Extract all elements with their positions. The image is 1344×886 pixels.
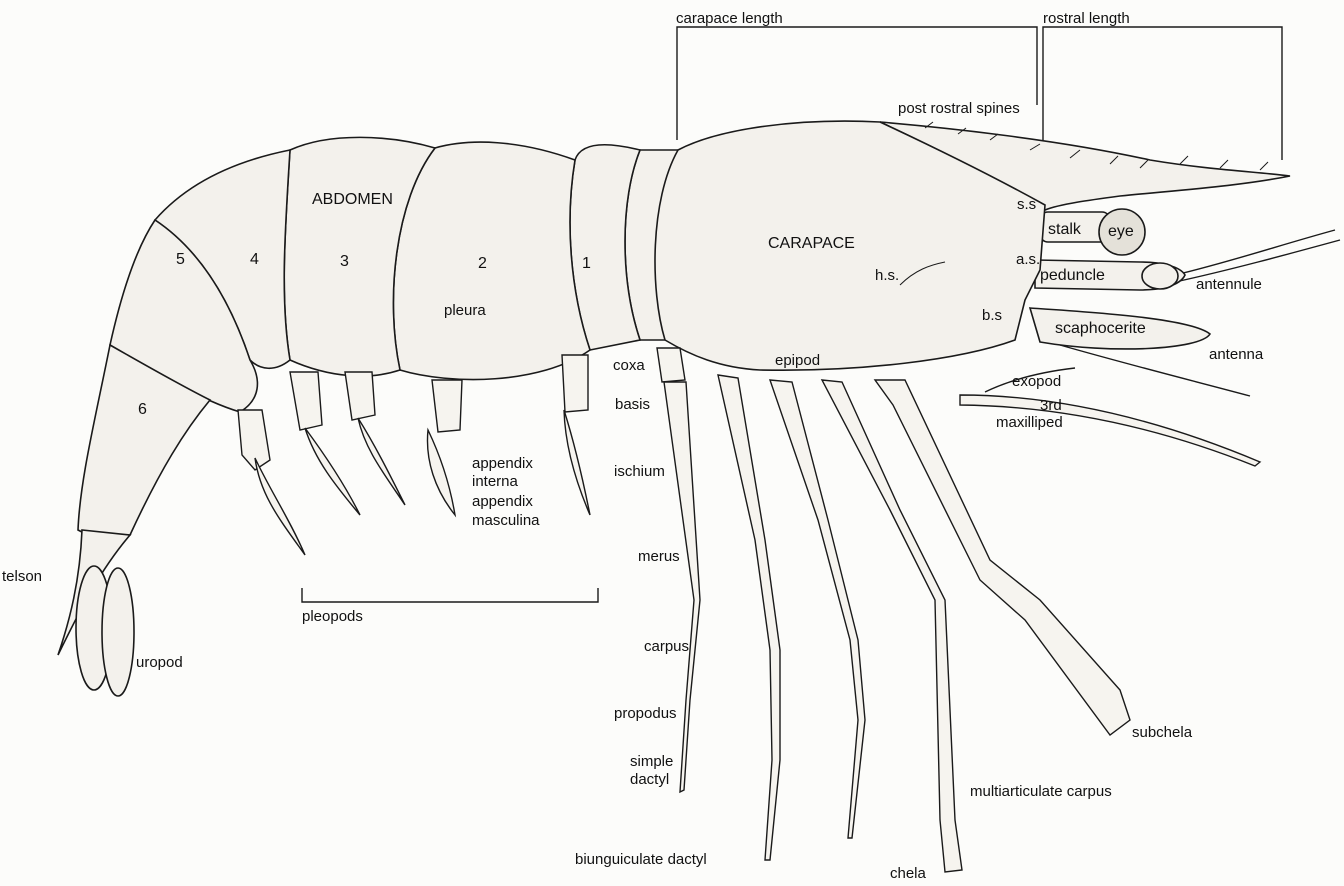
label-hs: h.s. (875, 267, 899, 284)
label-subchela: subchela (1132, 724, 1193, 741)
pereiopod-1 (657, 348, 700, 792)
label-peduncle: peduncle (1040, 267, 1105, 284)
pereiopod-3 (770, 380, 865, 838)
tail-fan (58, 530, 134, 696)
label-segment-6: 6 (138, 401, 147, 418)
text-labels: carapace length rostral length post rost… (2, 10, 1264, 882)
antennule (1175, 230, 1340, 282)
label-ss: s.s (1017, 196, 1036, 213)
rostral-length-bracket (1043, 27, 1282, 160)
label-appendix-interna-2: interna (472, 473, 519, 490)
label-segment-3: 3 (340, 253, 349, 270)
label-scaphocerite: scaphocerite (1055, 320, 1146, 337)
label-ischium: ischium (614, 463, 665, 480)
label-appendix-interna-1: appendix (472, 455, 533, 472)
label-simple: simple (630, 753, 673, 770)
label-bs: b.s (982, 307, 1002, 324)
label-coxa: coxa (613, 357, 645, 374)
label-segment-4: 4 (250, 251, 259, 268)
label-biunguiculate-dactyl: biunguiculate dactyl (575, 851, 707, 868)
label-carpus: carpus (644, 638, 689, 655)
label-dactyl: dactyl (630, 771, 669, 788)
label-exopod: exopod (1012, 373, 1061, 390)
pleopods-bracket (302, 588, 598, 602)
label-epipod: epipod (775, 352, 820, 369)
label-carapace-length: carapace length (676, 10, 783, 27)
label-appendix-masculina-1: appendix (472, 493, 533, 510)
pereiopod-4 (822, 380, 962, 872)
label-abdomen: ABDOMEN (312, 191, 393, 208)
label-antennule: antennule (1196, 276, 1262, 293)
label-post-rostral-spines: post rostral spines (898, 100, 1020, 117)
label-chela: chela (890, 865, 927, 882)
label-basis: basis (615, 396, 650, 413)
label-as: a.s. (1016, 251, 1040, 268)
label-antenna: antenna (1209, 346, 1264, 363)
label-segment-5: 5 (176, 251, 185, 268)
label-uropod: uropod (136, 654, 183, 671)
label-propodus: propodus (614, 705, 677, 722)
label-stalk: stalk (1048, 221, 1082, 238)
label-segment-1: 1 (582, 255, 591, 272)
pereiopod-2 (718, 375, 780, 860)
label-segment-2: 2 (478, 255, 487, 272)
label-pleopods: pleopods (302, 608, 363, 625)
label-carapace: CARAPACE (768, 235, 855, 252)
label-rostral-length: rostral length (1043, 10, 1130, 27)
label-eye: eye (1108, 223, 1134, 240)
label-3rd: 3rd (1040, 397, 1062, 414)
label-multiarticulate-carpus: multiarticulate carpus (970, 783, 1112, 800)
label-merus: merus (638, 548, 680, 565)
label-appendix-masculina-2: masculina (472, 512, 540, 529)
label-maxilliped: maxilliped (996, 414, 1063, 431)
label-pleura: pleura (444, 302, 486, 319)
label-telson: telson (2, 568, 42, 585)
